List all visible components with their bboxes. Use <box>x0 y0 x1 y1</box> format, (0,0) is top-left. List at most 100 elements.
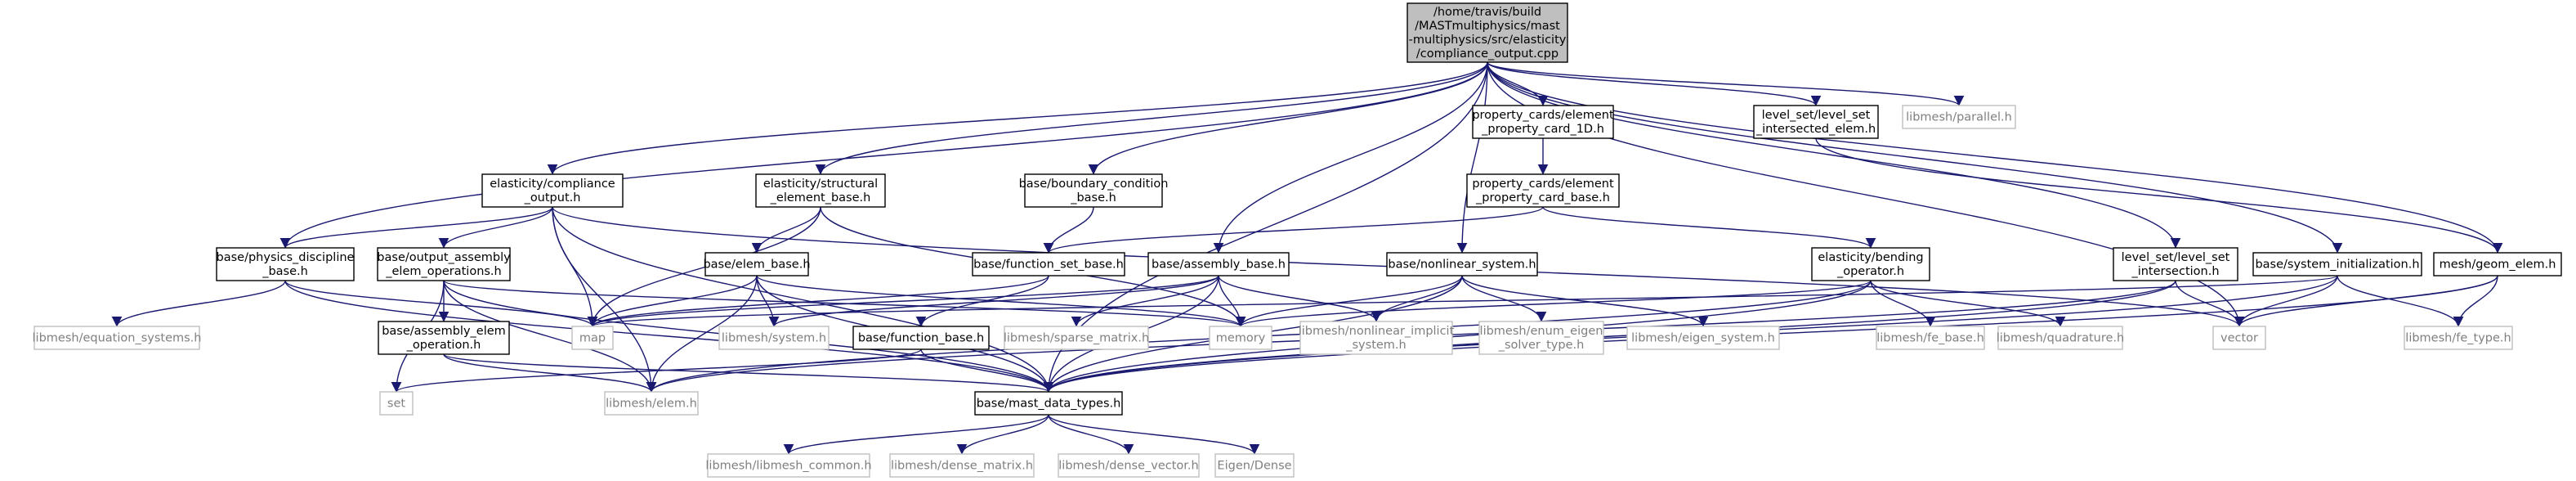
file-node-label: level_set/level_set <box>1762 109 1871 122</box>
file-nodes: /home/travis/build/MASTmultiphysics/mast… <box>33 2 2562 478</box>
file-node-geomelem-h[interactable]: mesh/geom_elem.h <box>2433 252 2562 276</box>
edge-main-to-compliance_h <box>547 61 1488 175</box>
edge-asmbase_h-to-lmsystem_h <box>768 275 1219 327</box>
file-node-lsintersected-h[interactable]: level_set/level_set_intersected_elem.h <box>1753 105 1879 139</box>
edge-lsintersected_h-to-geomelem_h <box>1815 137 2503 254</box>
file-node-lsintersection-h[interactable]: level_set/level_set_intersection.h <box>2113 247 2238 281</box>
file-node-label: elasticity/compliance <box>490 178 615 191</box>
edge-asmelem_h-to-mastdata_h <box>443 353 1053 393</box>
file-node-eigendense: Eigen/Dense <box>1214 453 1295 478</box>
file-node-sysinit-h[interactable]: base/system_initialization.h <box>2252 252 2422 276</box>
file-node-densemat-h: libmesh/dense_matrix.h <box>889 453 1035 478</box>
edge-main-to-geomelem_h <box>1487 61 2503 254</box>
file-node-label: _output.h <box>524 191 581 205</box>
file-node-label: libmesh/enum_eigen <box>1480 325 1603 338</box>
file-node-eigensys-h: libmesh/eigen_system.h <box>1626 326 1780 350</box>
file-node-bending-h[interactable]: elasticity/bending_operator.h <box>1811 247 1930 281</box>
file-node-label: /home/travis/build <box>1433 6 1541 19</box>
file-node-main[interactable]: /home/travis/build/MASTmultiphysics/mast… <box>1407 2 1568 63</box>
file-node-parallel-h: libmesh/parallel.h <box>1902 105 2016 129</box>
file-node-label: libmesh/fe_base.h <box>1876 332 1984 345</box>
edge-main-to-nonlinear_h <box>1456 61 1488 254</box>
edge-nonlinear_h-to-enumeigen_h <box>1461 275 1547 322</box>
file-node-label: mesh/geom_elem.h <box>2440 258 2556 272</box>
file-node-label: _intersected_elem.h <box>1755 123 1876 136</box>
edge-geomelem_h-to-fetype_h <box>2453 275 2498 327</box>
file-node-label: libmesh/system.h <box>722 332 826 345</box>
file-node-label: _elem_operations.h <box>385 265 501 278</box>
file-node-label: elasticity/bending <box>1818 251 1923 264</box>
file-node-fnsetbase-h[interactable]: base/function_set_base.h <box>972 252 1125 276</box>
edge-main-to-asmbase_h <box>1213 61 1488 254</box>
file-node-label: libmesh/elem.h <box>606 398 697 411</box>
edge-cardbase_h-to-bending_h <box>1542 206 1876 249</box>
edge-physics_h-to-map <box>284 280 598 327</box>
file-node-label: _element_base.h <box>770 191 871 205</box>
file-node-fnbase-h[interactable]: base/function_base.h <box>852 326 990 350</box>
edge-mastdata_h-to-common_h <box>783 414 1049 455</box>
file-node-cardbase-h[interactable]: property_cards/element_property_card_bas… <box>1466 173 1620 208</box>
file-node-nlimplicit-h: libmesh/nonlinear_implicit_system.h <box>1299 321 1455 355</box>
edge-main-to-parallel_h <box>1487 61 1965 106</box>
edge-compliance_h-to-outasm_h <box>438 206 553 249</box>
file-node-common-h: libmesh/libmesh_common.h <box>705 453 872 478</box>
file-node-compliance-h[interactable]: elasticity/compliance_output.h <box>481 173 624 208</box>
edge-main-to-lsintersected_h <box>1487 61 1822 106</box>
file-node-label: _system.h <box>1345 339 1406 352</box>
file-node-label: _base.h <box>262 265 308 278</box>
file-node-label: libmesh/sparse_matrix.h <box>1004 332 1149 345</box>
file-node-label: base/mast_data_types.h <box>977 398 1121 411</box>
file-node-label: /compliance_output.cpp <box>1416 47 1559 61</box>
file-node-label: map <box>579 332 606 345</box>
edge-bending_h-to-quad_h <box>1870 280 2066 327</box>
file-node-nonlinear-h[interactable]: base/nonlinear_system.h <box>1386 252 1538 276</box>
edge-elembase_h-to-elem_h <box>646 275 758 393</box>
file-node-febase-h: libmesh/fe_base.h <box>1876 326 1985 350</box>
file-node-label: Eigen/Dense <box>1217 460 1291 473</box>
file-node-label: libmesh/parallel.h <box>1906 111 2012 124</box>
edge-main-to-sysinit_h <box>1487 61 2343 254</box>
file-node-eqsys-h: libmesh/equation_systems.h <box>33 326 201 350</box>
file-node-sparse-h: libmesh/sparse_matrix.h <box>1004 326 1149 350</box>
file-node-label: libmesh/quadrature.h <box>1997 332 2125 345</box>
edge-compliance_h-to-physics_h <box>280 206 553 249</box>
file-node-label: _operator.h <box>1836 265 1904 278</box>
edge-nonlinear_h-to-nlimplicit_h <box>1371 275 1463 322</box>
edge-nonlinear_h-to-eigensys_h <box>1461 275 1709 327</box>
file-node-label: base/elem_base.h <box>703 258 810 272</box>
file-node-label: _operation.h <box>406 339 481 352</box>
edge-asmbase_h-to-map <box>588 275 1219 327</box>
file-node-elembase-h[interactable]: base/elem_base.h <box>703 252 811 276</box>
file-node-map: map <box>571 326 614 350</box>
file-node-label: base/boundary_condition <box>1019 178 1169 191</box>
file-node-asmelem-h[interactable]: base/assembly_elem_operation.h <box>378 321 510 355</box>
file-node-label: _solver_type.h <box>1498 339 1585 352</box>
file-node-label: libmesh/libmesh_common.h <box>705 460 871 473</box>
edge-bending_h-to-memory <box>1236 280 1872 327</box>
file-node-card1d-h[interactable]: property_cards/element_property_card_1D.… <box>1472 105 1614 139</box>
file-node-physics-h[interactable]: base/physics_discipline_base.h <box>216 247 355 281</box>
file-node-label: _property_card_base.h <box>1475 191 1610 205</box>
file-node-boundary-h[interactable]: base/boundary_condition_base.h <box>1019 173 1169 208</box>
file-node-label: vector <box>2220 332 2258 345</box>
file-node-label: property_cards/element <box>1472 109 1614 122</box>
edge-main-to-lsintersection_h <box>1487 61 2181 249</box>
edge-mastdata_h-to-densemat_h <box>956 414 1049 455</box>
file-node-label: _base.h <box>1070 191 1116 205</box>
file-node-mastdata-h[interactable]: base/mast_data_types.h <box>974 391 1123 416</box>
file-node-structural-h[interactable]: elasticity/structural_element_base.h <box>755 173 886 208</box>
file-node-label: base/assembly_elem <box>382 325 506 338</box>
edge-fnbase_h-to-mastdata_h <box>920 348 1054 393</box>
file-node-set: set <box>379 391 414 416</box>
file-node-memory: memory <box>1209 326 1272 350</box>
file-node-asmbase-h[interactable]: base/assembly_base.h <box>1147 252 1290 276</box>
file-node-outasm-h[interactable]: base/output_assembly_elem_operations.h <box>377 247 511 281</box>
edge-sysinit_h-to-fetype_h <box>2337 275 2464 327</box>
file-node-label: set <box>387 398 405 411</box>
edge-asmelem_h-to-elem_h <box>443 353 657 393</box>
file-node-lmsystem-h: libmesh/system.h <box>718 326 830 350</box>
edge-structural_h-to-elembase_h <box>751 206 821 254</box>
file-node-label: base/system_initialization.h <box>2255 258 2419 272</box>
file-node-quad-h: libmesh/quadrature.h <box>1997 326 2125 350</box>
